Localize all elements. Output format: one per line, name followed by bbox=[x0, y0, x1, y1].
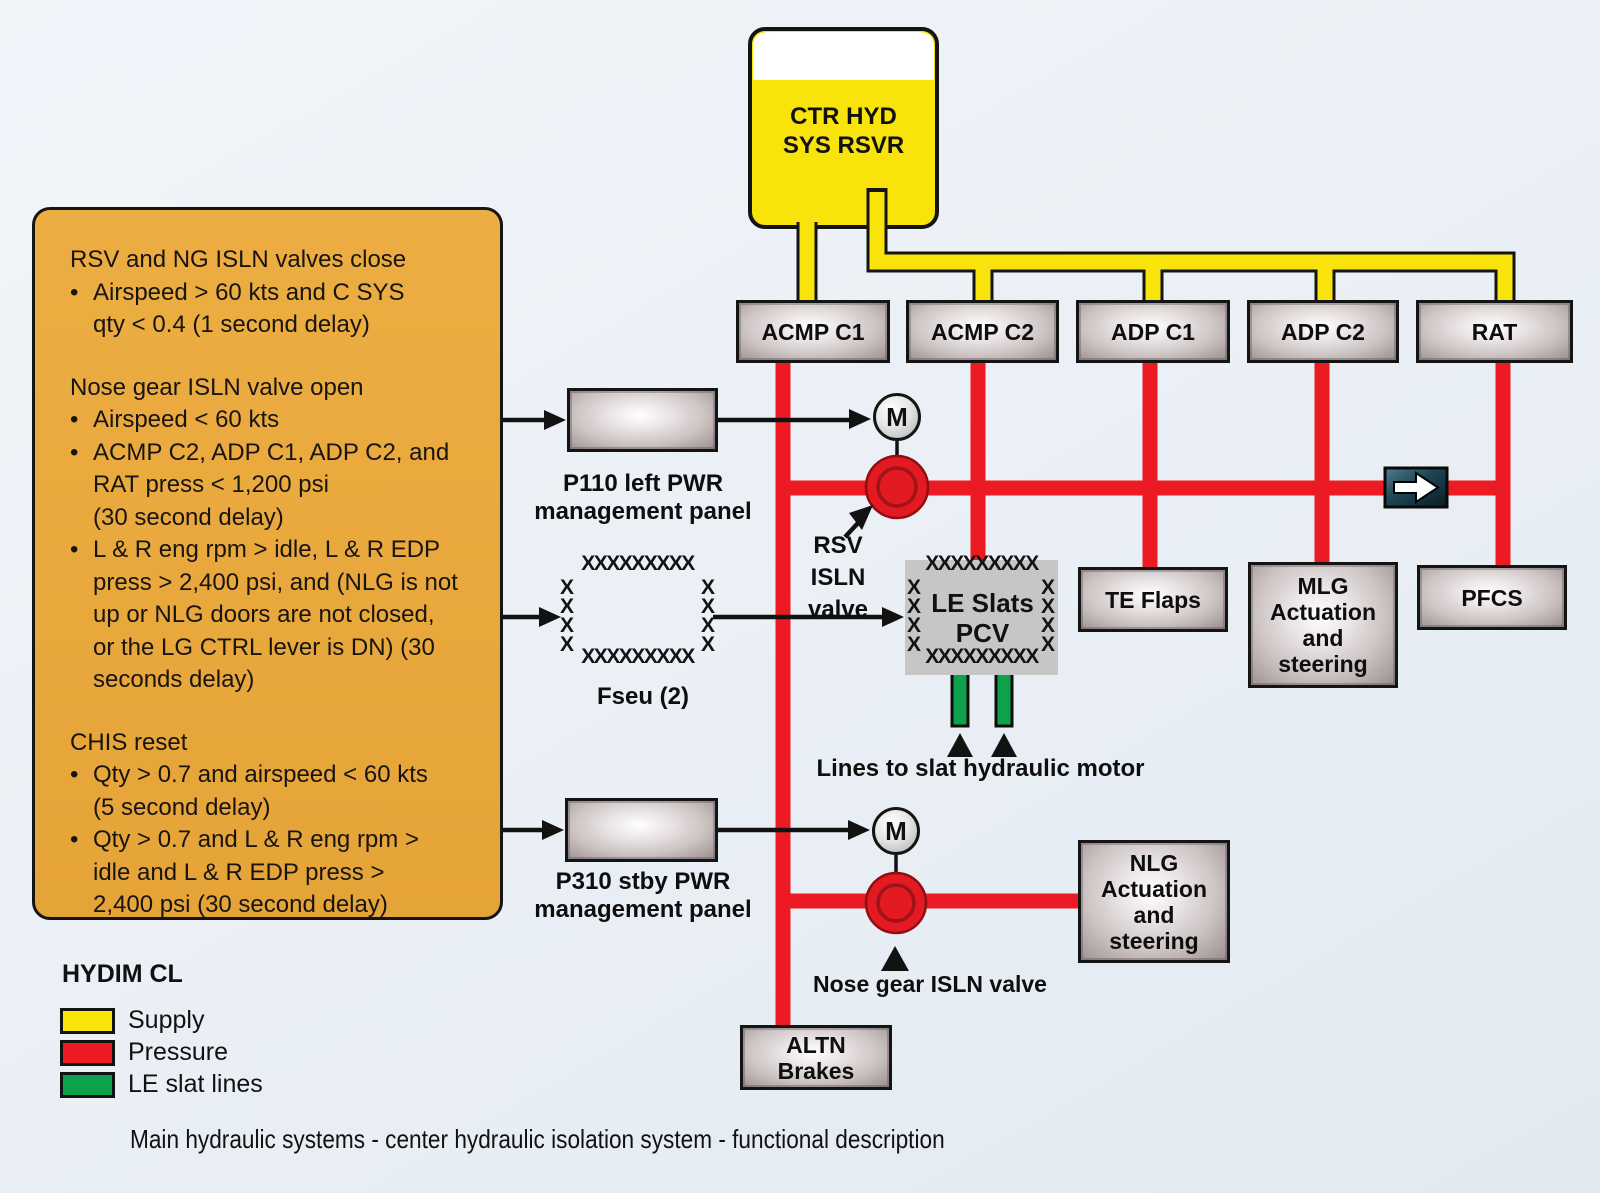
figure-caption: Main hydraulic systems - center hydrauli… bbox=[130, 1124, 945, 1154]
notes-heading: Nose gear ISLN valve open bbox=[70, 373, 364, 401]
notes-gap bbox=[70, 697, 482, 727]
nlg-actuation-box: NLG Actuation and steering bbox=[1078, 840, 1230, 963]
notes-line: press > 2,400 psi, and (NLG is not bbox=[93, 568, 458, 596]
reservoir-tank bbox=[748, 27, 939, 229]
fseu-label: Fseu (2) bbox=[596, 683, 689, 710]
notes-bullet: •Qty > 0.7 and airspeed < 60 kts bbox=[70, 759, 482, 792]
legend-supply-swatch bbox=[60, 1008, 115, 1034]
bullet-icon: • bbox=[70, 406, 79, 433]
notes-bullet: •L & R eng rpm > idle, L & R EDP bbox=[70, 534, 482, 567]
p110-panel-box bbox=[567, 388, 718, 452]
pump-acmp-c1: ACMP C1 bbox=[736, 300, 890, 363]
reservoir-label: CTR HYD SYS RSVR bbox=[782, 103, 905, 159]
pfcs-box: PFCS bbox=[1417, 565, 1567, 630]
notes-heading: CHIS reset bbox=[70, 728, 188, 756]
annotation-pointers bbox=[843, 505, 1017, 971]
notes-line: 2,400 psi (30 second delay) bbox=[93, 891, 388, 918]
notes-gap bbox=[70, 342, 482, 372]
le-slats-pcv-label: LE Slats PCV bbox=[931, 588, 1034, 648]
legend-title: HYDIM CL bbox=[62, 960, 183, 988]
p110-panel-label: P110 left PWR management panel bbox=[534, 470, 752, 525]
slat-lines-label: Lines to slat hydraulic motor bbox=[816, 755, 1145, 782]
altn-brakes-box: ALTN Brakes bbox=[740, 1025, 892, 1090]
notes-line: qty < 0.4 (1 second delay) bbox=[93, 311, 370, 338]
nose-gear-valve-label: Nose gear ISLN valve bbox=[813, 971, 1047, 997]
legend-pressure-swatch bbox=[60, 1040, 115, 1066]
control-lines bbox=[503, 409, 904, 840]
nose-gear-motor-icon: M bbox=[872, 807, 920, 855]
notes-bullet: •Airspeed < 60 kts bbox=[70, 404, 482, 437]
le-slat-lines bbox=[950, 670, 1014, 728]
bullet-icon: • bbox=[70, 536, 79, 563]
p310-panel-box bbox=[565, 798, 718, 862]
pump-adp-c1: ADP C1 bbox=[1076, 300, 1230, 363]
p310-panel-label: P310 stby PWR management panel bbox=[534, 868, 752, 923]
bullet-icon: • bbox=[70, 761, 79, 788]
notes-line: (5 second delay) bbox=[93, 793, 271, 821]
legend-slat-swatch bbox=[60, 1072, 115, 1098]
nose-gear-isln-valve bbox=[864, 871, 928, 935]
notes-line: or the LG CTRL lever is DN) (30 bbox=[93, 633, 435, 661]
bullet-icon: • bbox=[70, 826, 79, 853]
legend-supply-label: Supply bbox=[128, 1006, 205, 1034]
legend-pressure-label: Pressure bbox=[128, 1038, 229, 1066]
pump-rat: RAT bbox=[1416, 300, 1573, 363]
check-valve-icon bbox=[1383, 466, 1449, 509]
notes-line: seconds delay) bbox=[93, 666, 255, 693]
rsv-motor-icon: M bbox=[873, 393, 921, 441]
notes-panel: RSV and NG ISLN valves close •Airspeed >… bbox=[32, 207, 503, 920]
supply-pipes bbox=[799, 192, 1513, 300]
rsv-isln-valve bbox=[864, 454, 930, 520]
pump-acmp-c2: ACMP C2 bbox=[906, 300, 1059, 363]
pressure-lines bbox=[775, 363, 1511, 1025]
notes-bullet: •Airspeed > 60 kts and C SYS bbox=[70, 277, 482, 310]
notes-line: up or NLG doors are not closed, bbox=[93, 601, 435, 628]
legend-slat-label: LE slat lines bbox=[128, 1070, 263, 1098]
bullet-icon: • bbox=[70, 438, 79, 466]
notes-line: idle and L & R EDP press > bbox=[93, 858, 385, 886]
te-flaps-box: TE Flaps bbox=[1078, 567, 1228, 632]
notes-bullet: •ACMP C2, ADP C1, ADP C2, and bbox=[70, 437, 482, 470]
notes-line: RAT press < 1,200 psi bbox=[93, 471, 329, 498]
notes-bullet: •Qty > 0.7 and L & R eng rpm > bbox=[70, 824, 482, 857]
pump-adp-c2: ADP C2 bbox=[1247, 300, 1399, 363]
rsv-valve-label: RSV ISLN valve bbox=[807, 532, 869, 623]
mlg-actuation-box: MLG Actuation and steering bbox=[1248, 562, 1398, 688]
bullet-icon: • bbox=[70, 278, 79, 306]
notes-heading: RSV and NG ISLN valves close bbox=[70, 246, 407, 273]
notes-line: (30 second delay) bbox=[93, 503, 284, 531]
